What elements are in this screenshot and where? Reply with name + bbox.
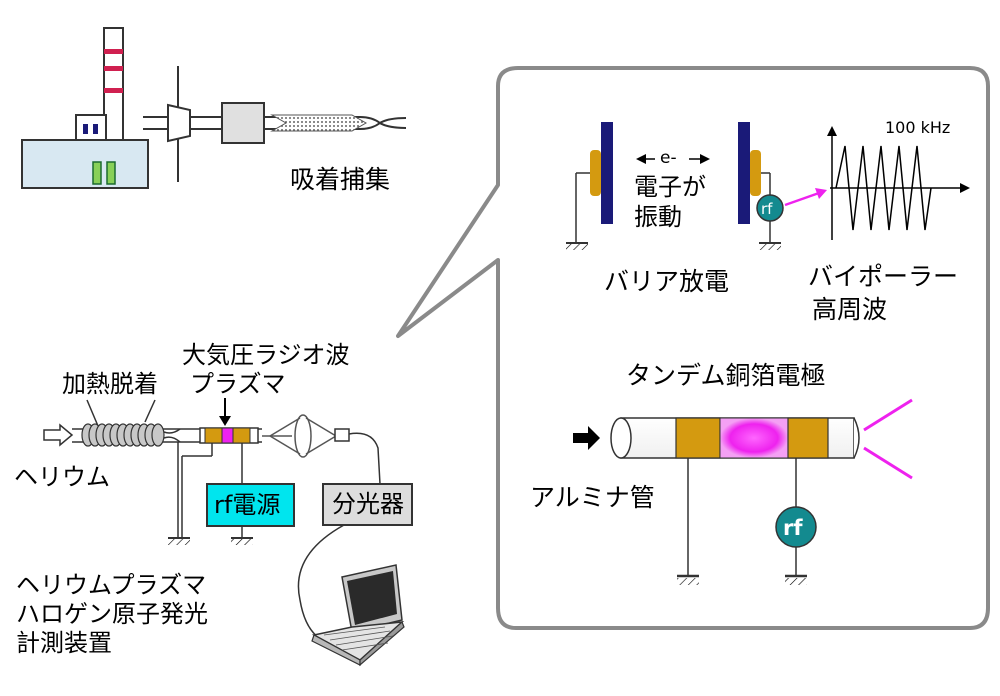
spectrometer-cable — [297, 524, 345, 641]
electron-oscillate-line2: 振動 — [634, 203, 682, 231]
plasma-label-line1: 大気圧ラジオ波 — [182, 341, 350, 369]
electron-oscillate-line1: 電子が — [634, 173, 706, 201]
tube-outlet-end — [853, 417, 860, 459]
duct-reducer — [167, 103, 191, 143]
emission-ray — [863, 446, 913, 480]
tandem-electrode-label: タンデム銅箔電極 — [626, 361, 826, 390]
spectrometer-label: 分光器 — [332, 490, 404, 518]
tandem-tube — [610, 417, 860, 459]
chimney-stripe — [104, 49, 123, 54]
device-name-line2: ハロゲン原子発光 — [16, 600, 208, 628]
emission-ray — [863, 398, 913, 432]
dielectric-plate-right — [738, 122, 750, 224]
bipolar-waveform — [827, 126, 970, 240]
barrier-discharge-diagram: rf e- 電子が 振動 バリア放電 — [566, 122, 827, 296]
copper-foil-right — [750, 150, 761, 196]
laptop-icon — [311, 564, 405, 667]
rf-power-label: rf電源 — [214, 491, 280, 519]
adsorbent-packing — [270, 114, 368, 132]
helium-inlet-arrow — [43, 423, 74, 447]
bipolar-label-line2: 高周波 — [812, 295, 887, 324]
gas-inlet-arrow — [573, 426, 600, 450]
lens-system — [262, 414, 337, 458]
alumina-tube-label: アルミナ管 — [530, 483, 655, 512]
factory-annex — [75, 114, 107, 141]
small-copper-electrode — [232, 427, 251, 444]
annex-window — [93, 124, 98, 134]
rf-power-supply — [206, 483, 295, 527]
spectrometer-box — [322, 483, 413, 526]
heat-desorption-label: 加熱脱着 — [62, 370, 158, 398]
chimney-stripe — [104, 88, 123, 93]
copper-electrode-left — [675, 417, 721, 459]
small-copper-electrode — [204, 427, 223, 444]
plasma-label-line2: プラズマ — [190, 370, 286, 398]
device-name-line1: ヘリウムプラズマ — [16, 571, 206, 599]
factory-body — [21, 139, 149, 189]
chimney-stripe — [104, 66, 123, 71]
copper-foil-left — [590, 150, 601, 196]
plasma-glow — [719, 417, 789, 459]
callout-panel — [396, 66, 990, 630]
heating-coil — [81, 423, 165, 447]
bipolar-label-line1: バイポーラー — [808, 262, 958, 291]
pump-box — [221, 102, 265, 144]
copper-electrode-right — [787, 417, 829, 459]
frequency-label: 100 kHz — [885, 118, 950, 137]
dielectric-plate-left — [601, 122, 613, 224]
fiber-connector — [334, 428, 350, 442]
helium-label: ヘリウム — [14, 463, 110, 491]
adsorption-label: 吸着捕集 — [290, 165, 390, 194]
factory-window — [106, 161, 116, 185]
sampling-line — [143, 66, 407, 182]
annex-window — [83, 124, 88, 134]
optical-fiber — [348, 432, 381, 485]
device-name-line3: 計測装置 — [16, 629, 112, 657]
electron-label: e- — [660, 148, 677, 168]
factory-illustration — [21, 27, 149, 189]
rf-large-label: rf — [783, 516, 803, 540]
factory-window — [92, 161, 102, 185]
barrier-discharge-label: バリア放電 — [604, 267, 729, 296]
rf-small-label: rf — [761, 200, 773, 218]
small-plasma — [221, 427, 234, 444]
tube-inlet-end — [610, 417, 632, 459]
